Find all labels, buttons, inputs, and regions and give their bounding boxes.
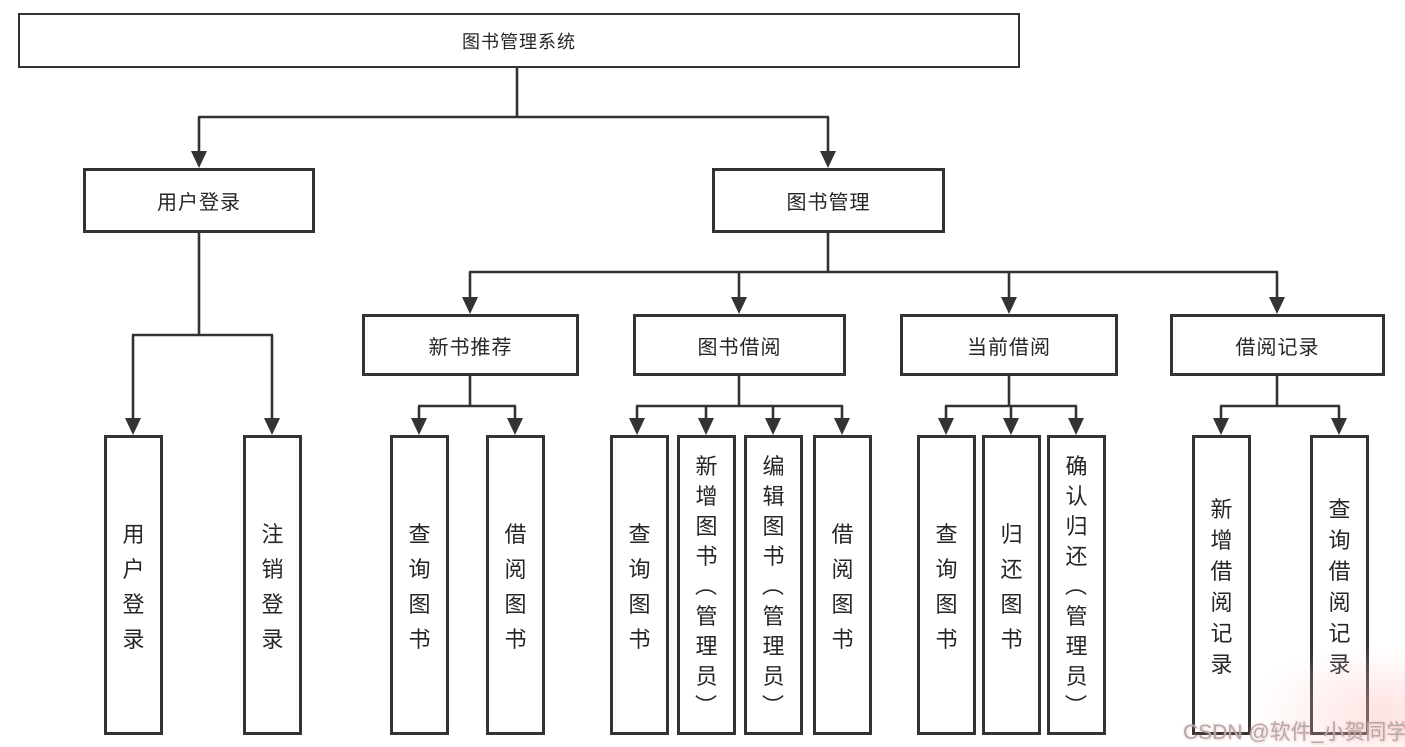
node-label: 图书借阅	[697, 336, 782, 359]
node-label: 新书推荐	[428, 336, 513, 359]
leaf-label: 用户登录	[122, 521, 145, 652]
leaf-query-borrow-record: 查询借阅记录	[1310, 435, 1369, 735]
leaf-logout-login: 注销登录	[243, 435, 302, 735]
node-book-management: 图书管理	[712, 168, 945, 233]
leaf-add-borrow-record: 新增借阅记录	[1192, 435, 1251, 735]
leaf-query-books-borrowing: 查询图书	[610, 435, 669, 735]
node-borrowing-records: 借阅记录	[1170, 314, 1385, 376]
leaf-query-books-recommend: 查询图书	[390, 435, 449, 735]
leaf-label: 确认归还（管理员）	[1062, 454, 1088, 716]
leaf-user-login: 用户登录	[104, 435, 163, 735]
node-label: 图书管理系统	[462, 31, 576, 52]
leaf-edit-books-admin: 编辑图书（管理员）	[744, 435, 803, 735]
leaf-label: 新增借阅记录	[1210, 496, 1233, 677]
leaf-label: 查询借阅记录	[1328, 496, 1351, 677]
leaf-label: 查询图书	[935, 521, 958, 652]
leaf-borrow-books-borrowing: 借阅图书	[813, 435, 872, 735]
leaf-return-books: 归还图书	[982, 435, 1041, 735]
node-user-login: 用户登录	[83, 168, 315, 233]
watermark: CSDN @软件_小贺同学	[1183, 721, 1405, 744]
node-label: 借阅记录	[1235, 336, 1320, 359]
leaf-label: 借阅图书	[504, 521, 527, 652]
leaf-borrow-books-recommend: 借阅图书	[486, 435, 545, 735]
node-library-management-system: 图书管理系统	[18, 13, 1020, 68]
leaf-label: 注销登录	[261, 521, 284, 652]
leaf-label: 归还图书	[1000, 521, 1023, 652]
node-new-book-recommendation: 新书推荐	[362, 314, 579, 376]
leaf-label: 查询图书	[408, 521, 431, 652]
node-book-borrowing: 图书借阅	[633, 314, 846, 376]
leaf-label: 编辑图书（管理员）	[759, 454, 785, 716]
leaf-label: 查询图书	[628, 521, 651, 652]
node-current-borrowing: 当前借阅	[900, 314, 1118, 376]
leaf-add-books-admin: 新增图书（管理员）	[677, 435, 736, 735]
node-label: 用户登录	[157, 192, 241, 214]
node-label: 当前借阅	[967, 336, 1051, 359]
leaf-confirm-return-admin: 确认归还（管理员）	[1047, 435, 1106, 735]
leaf-query-books-current: 查询图书	[917, 435, 976, 735]
leaf-label: 新增图书（管理员）	[692, 454, 718, 716]
node-label: 图书管理	[786, 192, 871, 214]
leaf-label: 借阅图书	[831, 521, 854, 652]
